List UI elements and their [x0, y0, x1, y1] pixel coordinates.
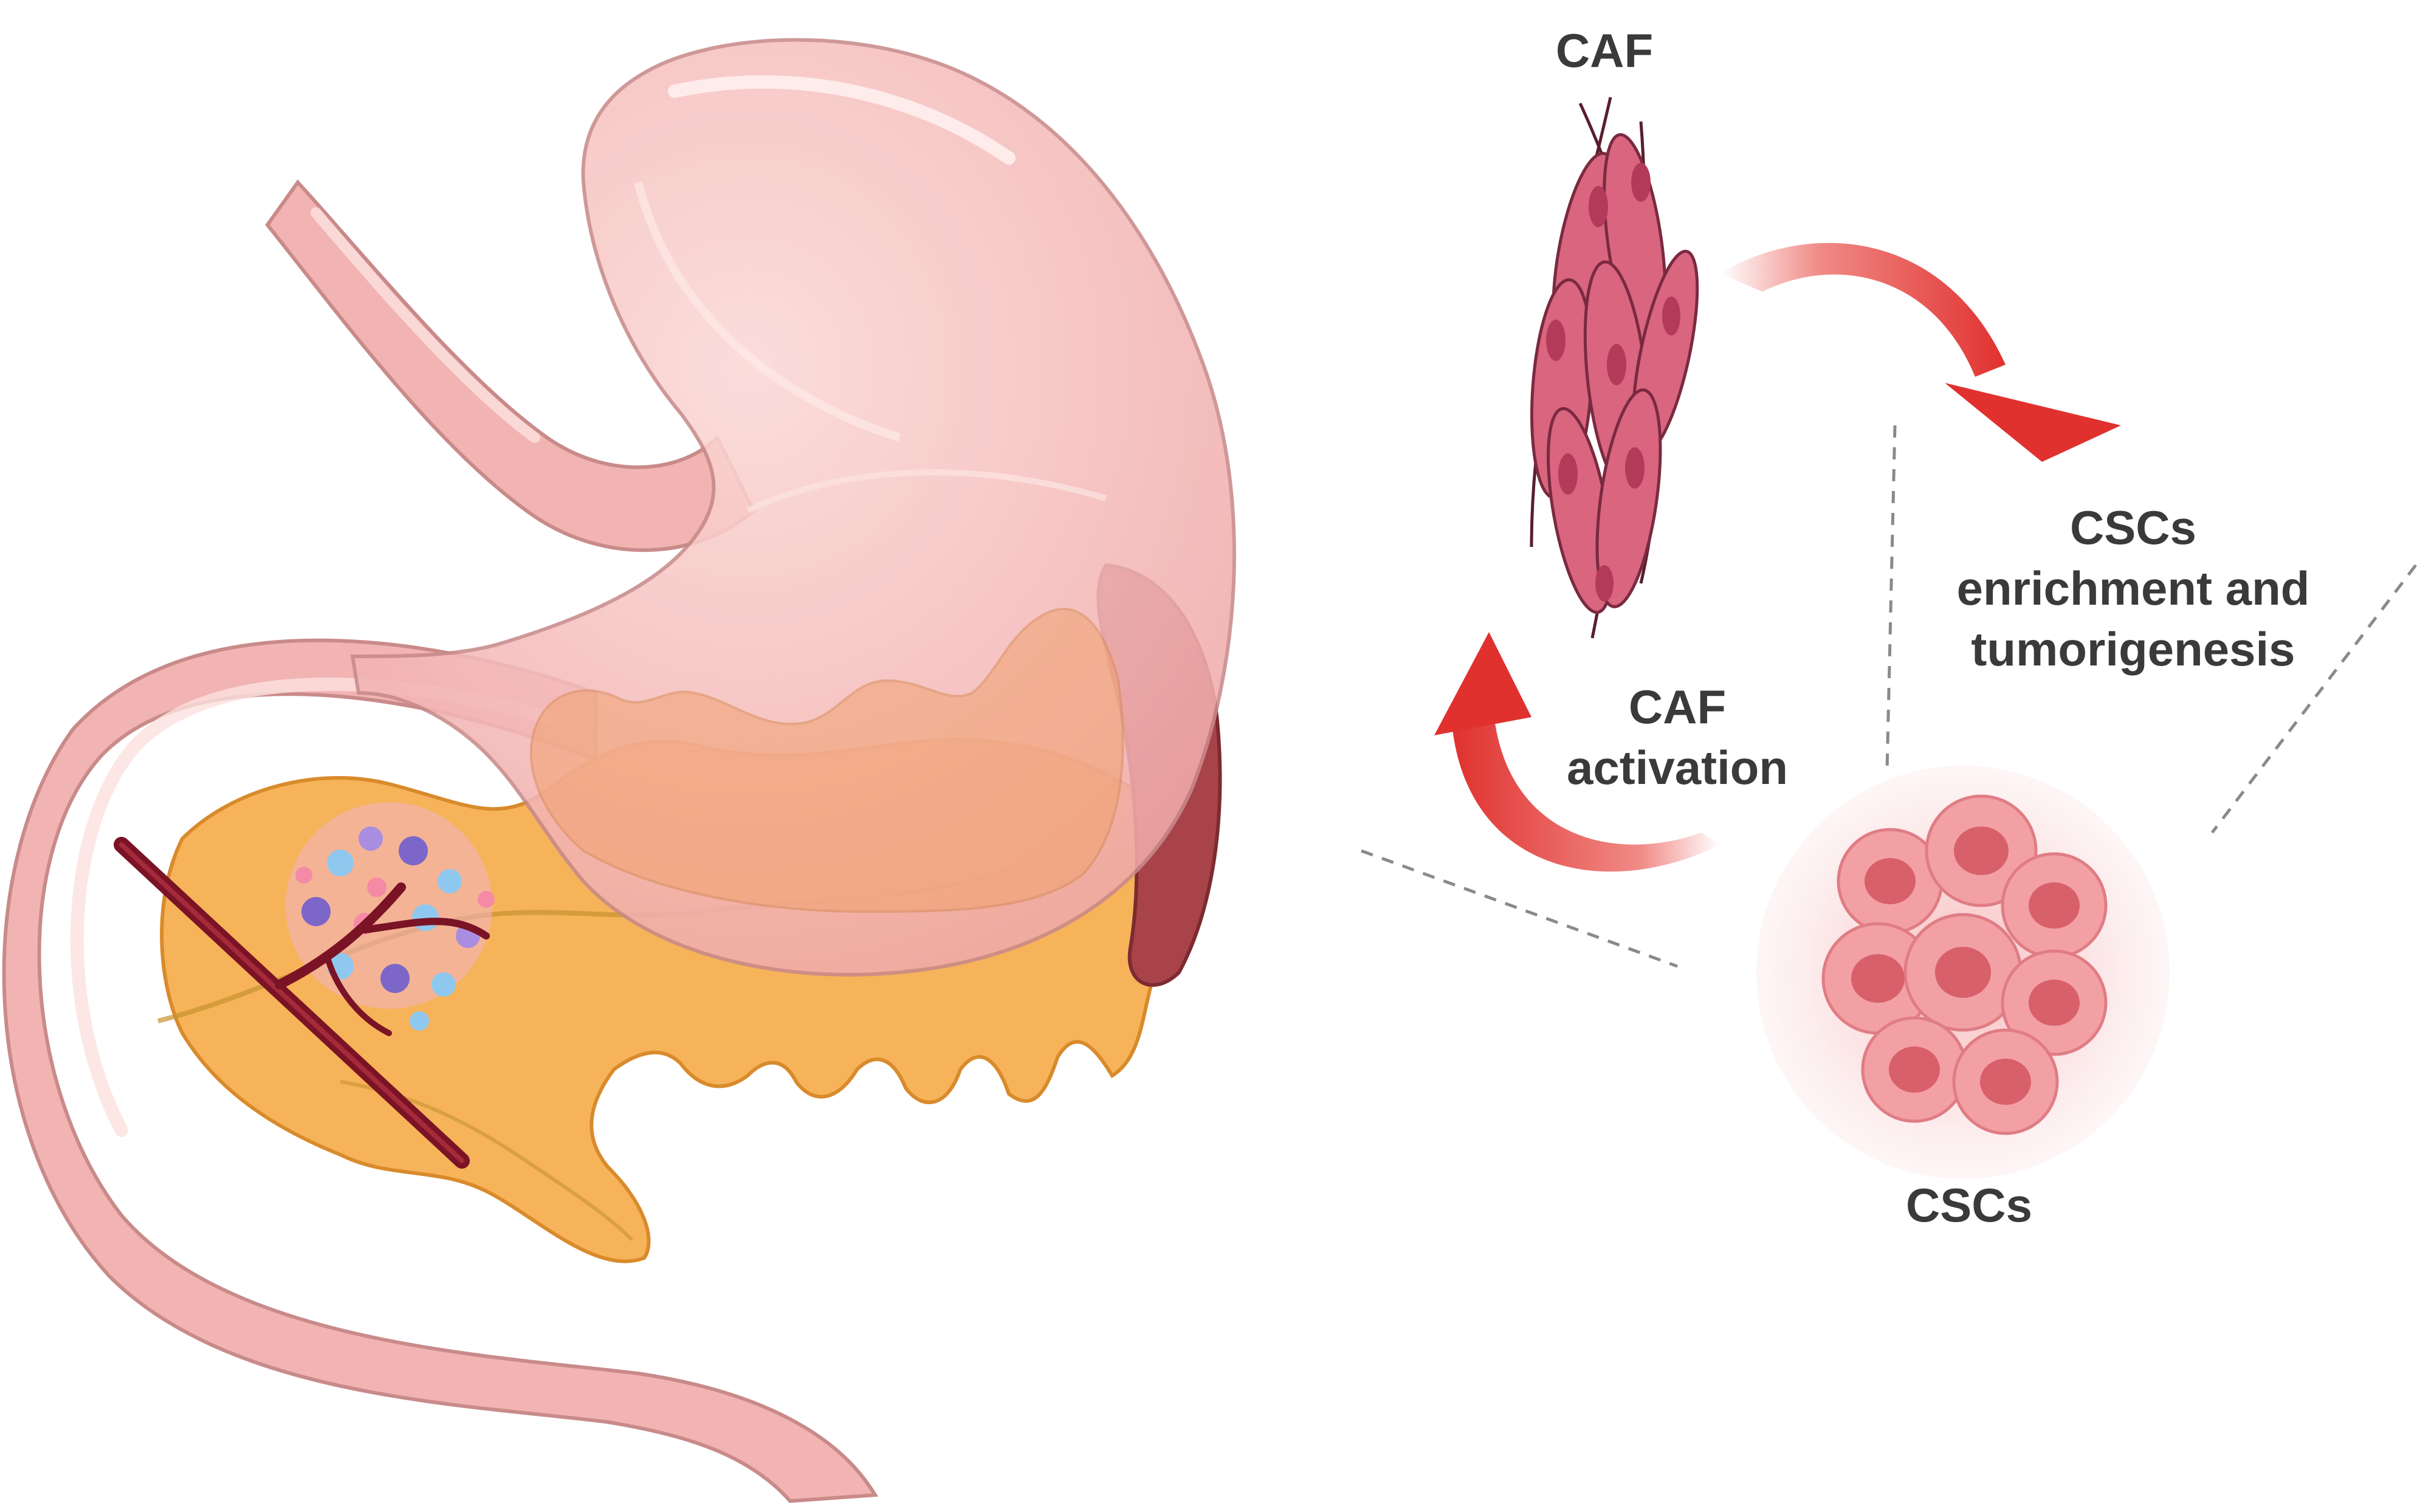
organ-illustration: [2, 38, 1236, 1503]
cscs-enrichment-label-line1: CSCs: [2070, 501, 2196, 554]
dashed-divider-lines: [1361, 425, 2417, 968]
duodenum-tube: [2, 638, 879, 1503]
cscs-label: CSCs: [1906, 1178, 2032, 1232]
stomach-rugae: [634, 181, 901, 442]
esophagus-highlight: [311, 207, 540, 443]
caf-label: CAF: [1556, 24, 1653, 77]
stomach-rugae: [746, 469, 1107, 514]
caf-activation-label-line1: CAF: [1629, 680, 1726, 734]
caf-activation-label-line2: activation: [1567, 741, 1788, 794]
cscs-enrichment-label-line2: enrichment and: [1957, 562, 2310, 615]
stomach-highlight: [668, 75, 1016, 165]
cscs-enrichment-label-line3: tumorigenesis: [1971, 622, 2295, 676]
blood-vessel: [114, 837, 490, 1169]
pancreas-through-stomach: [529, 608, 1124, 913]
fibroblast-cells: [1530, 97, 1699, 639]
stem-cell-cluster: [1756, 766, 2170, 1179]
curved-arrow-cscs-to-caf: [1434, 632, 1720, 872]
curved-arrow-caf-to-cscs: [1720, 242, 2121, 462]
